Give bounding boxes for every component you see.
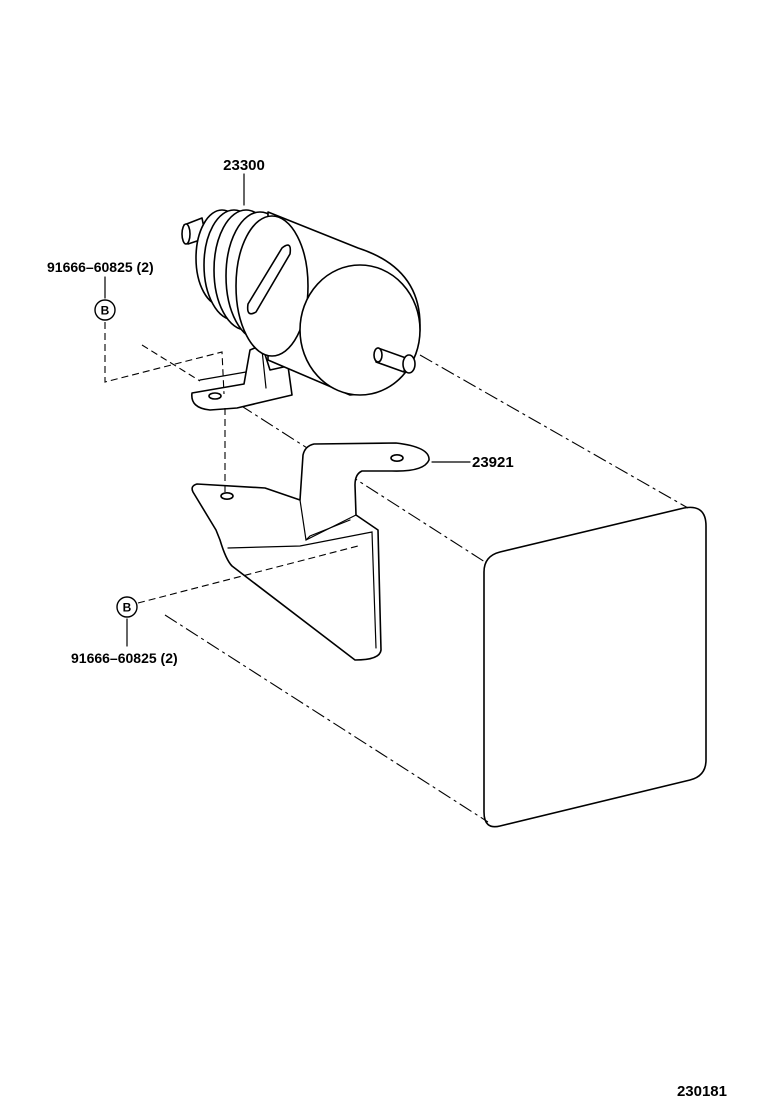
- ref-marker-b-upper: B: [94, 299, 116, 321]
- part-number-bracket: 23921: [472, 454, 514, 471]
- part-number-fuel-filter: 23300: [223, 157, 265, 174]
- leader-lines: [104, 173, 471, 647]
- svg-text:B: B: [123, 601, 132, 615]
- fuel-tank-phantom: [164, 354, 707, 828]
- part-number-bolt-lower: 91666–60825 (2): [71, 650, 178, 666]
- ref-marker-b-lower: B: [116, 596, 138, 618]
- assembly-lines: [104, 322, 359, 604]
- illustration-number: 230181: [677, 1083, 727, 1100]
- part-number-bolt-upper: 91666–60825 (2): [47, 259, 154, 275]
- fuel-filter-23300: [181, 209, 421, 411]
- bracket-23921: [191, 442, 430, 661]
- svg-text:B: B: [101, 304, 110, 318]
